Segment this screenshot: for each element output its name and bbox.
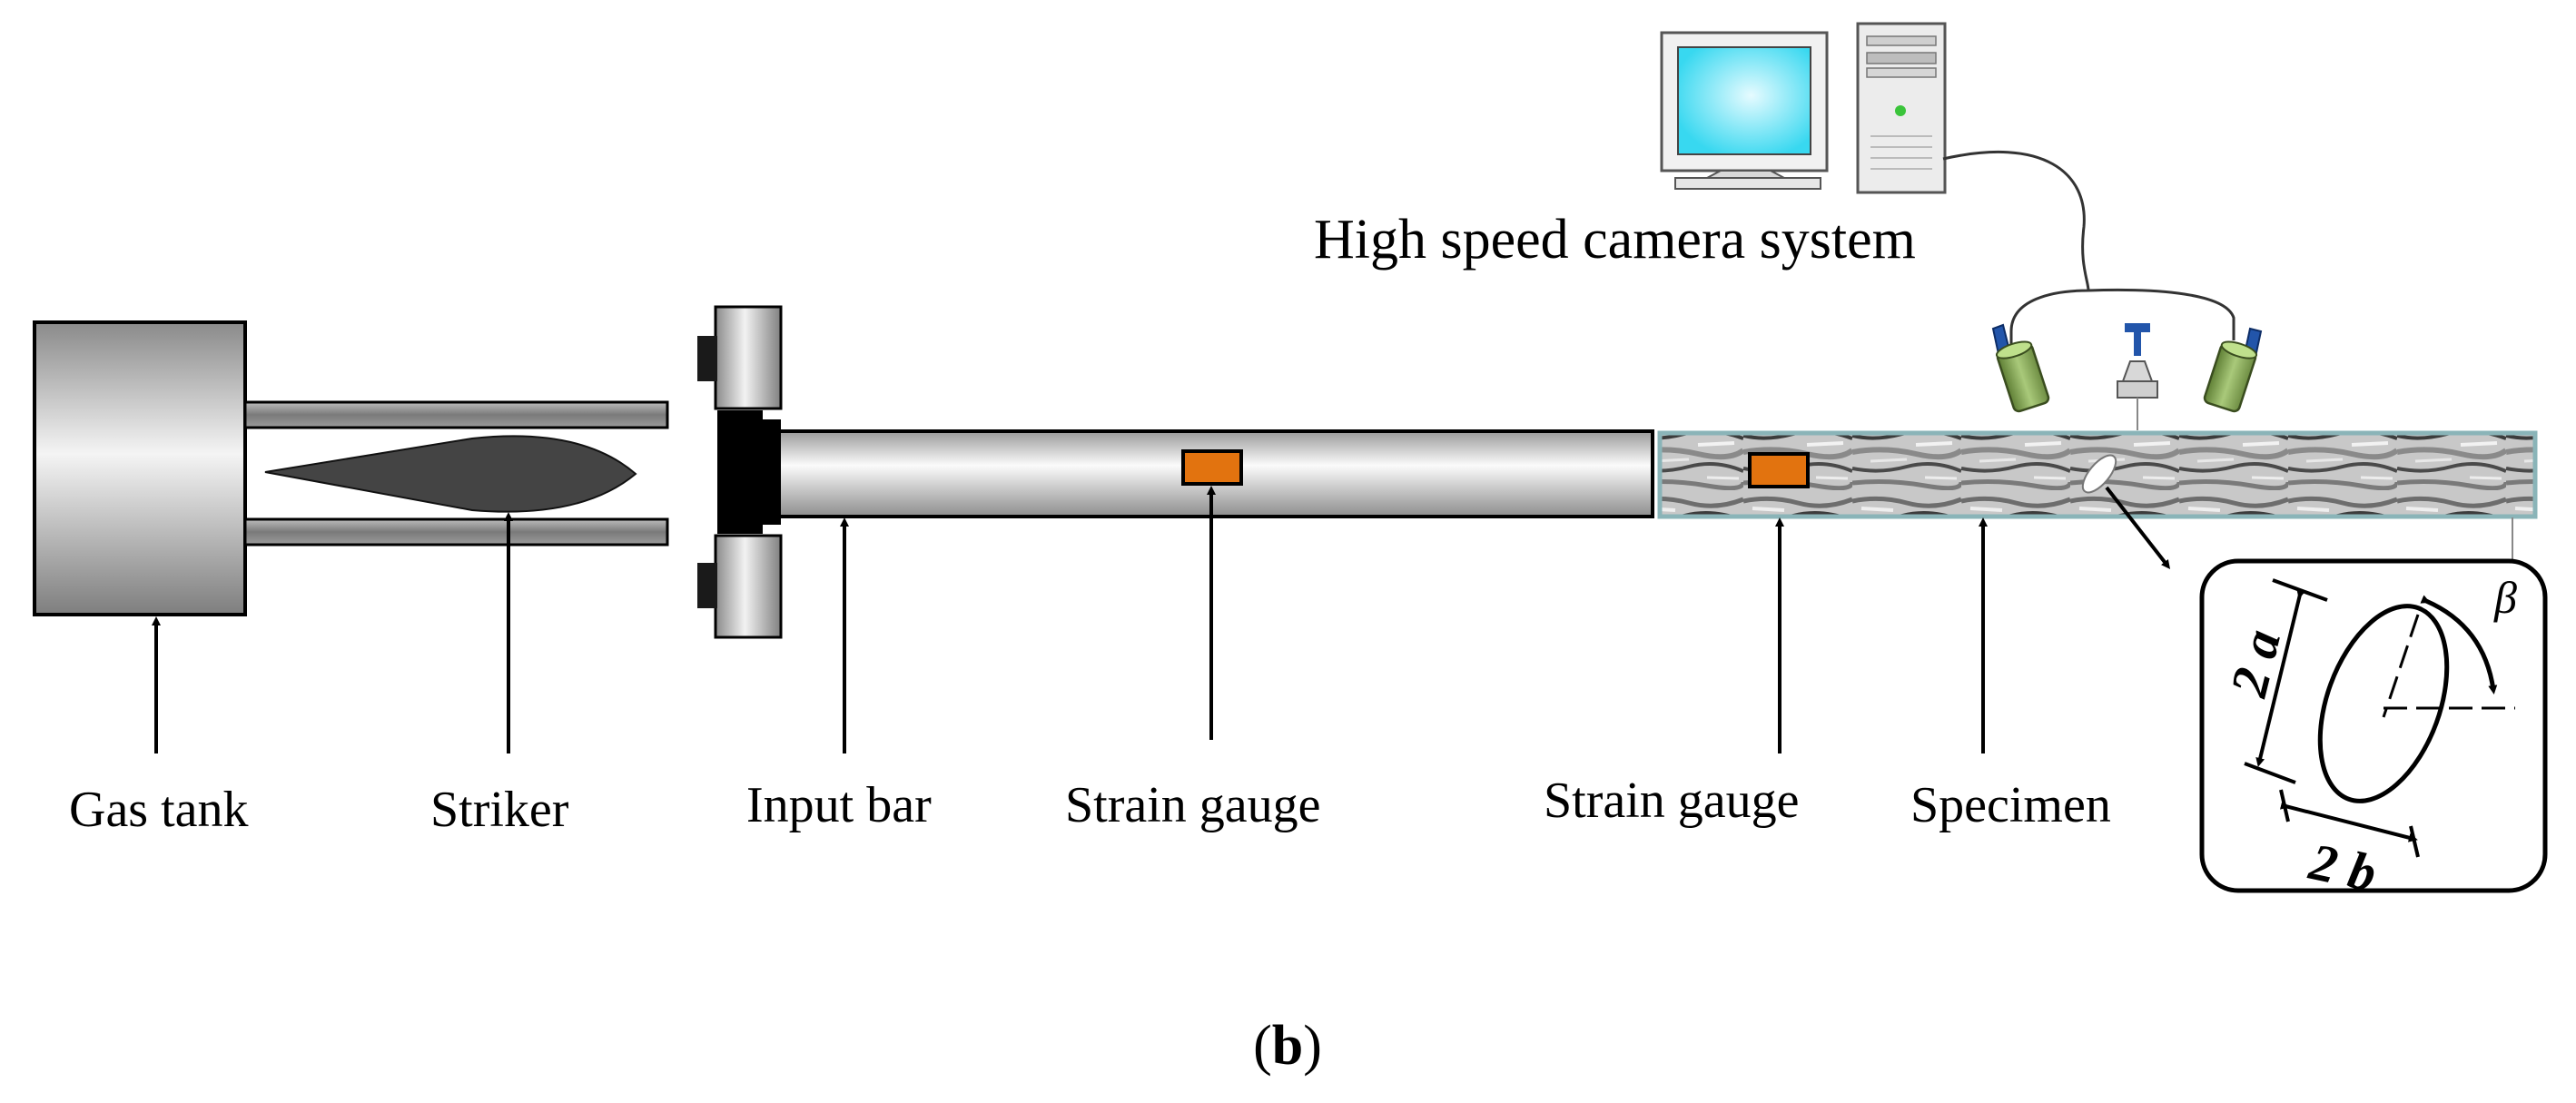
camera-left bbox=[1991, 323, 2050, 413]
pointer-arrows bbox=[152, 486, 1988, 753]
angle-beta-label: β bbox=[2493, 572, 2517, 623]
flaw-arrow bbox=[2105, 486, 2171, 569]
caption-letter: b bbox=[1272, 1015, 1303, 1077]
light-source bbox=[2117, 323, 2158, 430]
strain-gauge-input bbox=[1181, 449, 1243, 486]
strain-gauge-specimen bbox=[1748, 452, 1810, 488]
caption-open: ( bbox=[1253, 1015, 1272, 1077]
caption-close: ) bbox=[1303, 1015, 1322, 1077]
flaw-inset: 2 a 2 b β bbox=[2199, 558, 2548, 903]
input-bar-label: Input bar bbox=[746, 777, 932, 833]
camera-cable bbox=[1942, 150, 2235, 345]
pc-tower bbox=[1856, 22, 1947, 194]
dim-2b-label: 2 b bbox=[2304, 832, 2381, 903]
striker bbox=[264, 435, 637, 513]
specimen-flaw bbox=[2081, 454, 2117, 494]
camera-system-label: High speed camera system bbox=[1314, 209, 1916, 271]
computer bbox=[1660, 22, 1947, 194]
strain-gauge-specimen-label: Strain gauge bbox=[1544, 773, 1799, 829]
gas-tank-label: Gas tank bbox=[69, 782, 249, 838]
monitor bbox=[1660, 31, 1829, 190]
gas-tank bbox=[33, 320, 247, 616]
bar-flange bbox=[697, 305, 783, 639]
panel-caption: (b) bbox=[1253, 1015, 1322, 1077]
striker-label: Striker bbox=[430, 782, 569, 838]
barrel-bottom-rail bbox=[243, 517, 669, 547]
strain-gauge-input-label: Strain gauge bbox=[1065, 777, 1320, 833]
specimen-label: Specimen bbox=[1910, 777, 2111, 833]
camera-right bbox=[2203, 327, 2263, 413]
barrel-top-rail bbox=[243, 400, 669, 429]
